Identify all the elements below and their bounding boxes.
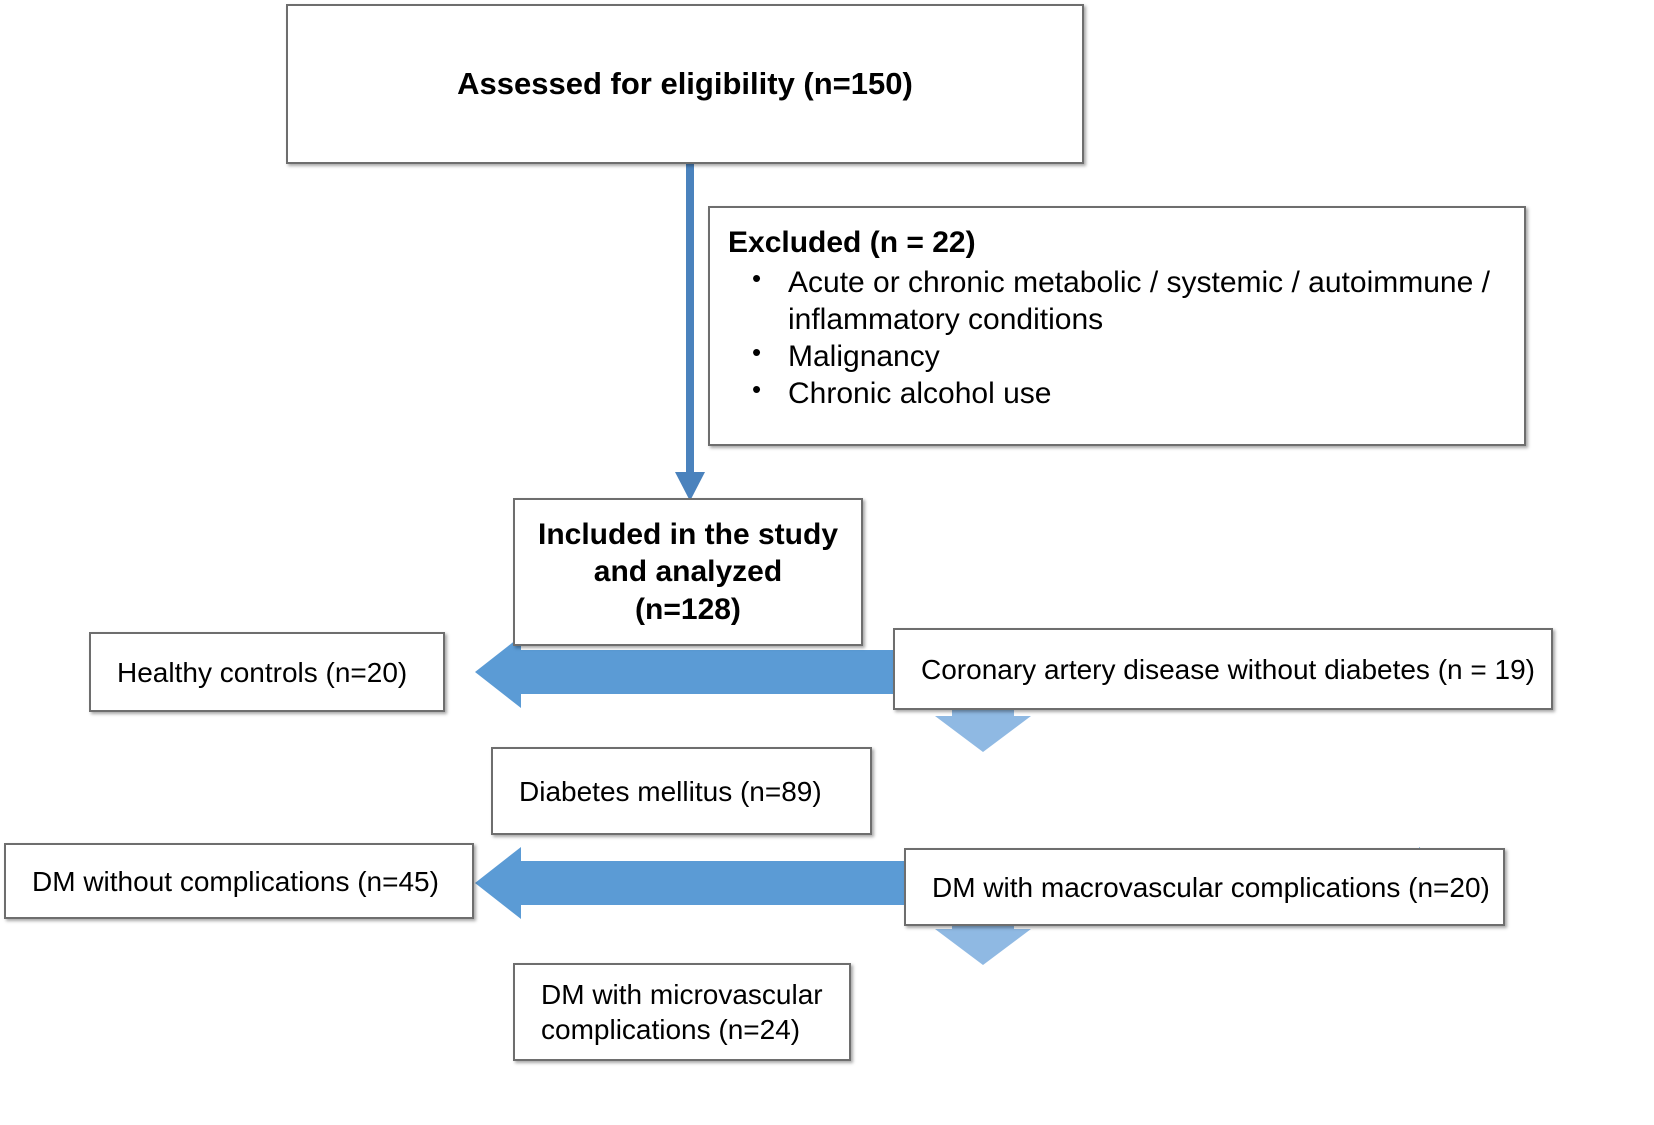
node-label-line1: DM with microvascular <box>541 979 823 1010</box>
node-label: DM with macrovascular complications (n=2… <box>932 871 1490 903</box>
node-diabetes-mellitus: Diabetes mellitus (n=89) <box>491 747 872 835</box>
list-item: Chronic alcohol use <box>740 373 1524 412</box>
node-label: Healthy controls (n=20) <box>117 656 408 688</box>
node-assessed-for-eligibility: Assessed for eligibility (n=150) <box>286 4 1084 164</box>
node-dm-with-macrovascular-complications: DM with macrovascular complications (n=2… <box>904 848 1505 926</box>
list-item: Malignancy <box>740 336 1524 375</box>
excluded-title: Excluded (n = 22) <box>728 226 976 259</box>
node-dm-without-complications: DM without complications (n=45) <box>4 843 474 919</box>
node-label: Coronary artery disease without diabetes… <box>921 653 1535 685</box>
node-label: DM without complications (n=45) <box>32 865 439 897</box>
node-included-in-study: Included in the study and analyzed (n=12… <box>513 498 863 646</box>
node-label-line1: Included in the study <box>537 517 838 551</box>
connector-eligibility-to-included <box>668 160 712 505</box>
node-label-line2: complications (n=24) <box>541 1014 801 1045</box>
node-healthy-controls: Healthy controls (n=20) <box>89 632 445 712</box>
node-dm-with-microvascular-complications: DM with microvascular complications (n=2… <box>513 963 851 1061</box>
list-item: Acute or chronic metabolic / systemic / … <box>740 261 1524 338</box>
node-label: Assessed for eligibility (n=150) <box>457 65 913 101</box>
excluded-reason-list: Acute or chronic metabolic / systemic / … <box>728 261 1524 413</box>
node-excluded: Excluded (n = 22) Acute or chronic metab… <box>708 206 1526 446</box>
node-coronary-artery-disease-without-diabetes: Coronary artery disease without diabetes… <box>893 628 1553 710</box>
node-label: Diabetes mellitus (n=89) <box>519 775 822 807</box>
node-label-line2: and analyzed <box>593 555 783 589</box>
node-label-line3: (n=128) <box>635 592 741 626</box>
